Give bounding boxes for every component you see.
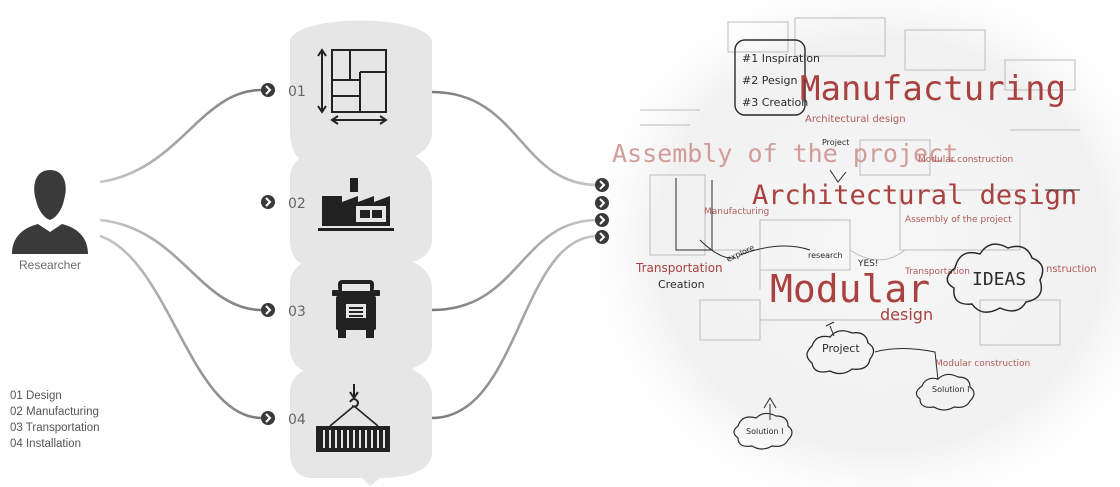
- crane-container-icon: [316, 384, 390, 452]
- note-project-top: Project: [822, 138, 849, 147]
- solution-cloud-bottom: [733, 412, 793, 450]
- flow-line-researcher-to-01: [99, 88, 263, 184]
- factory-icon: [318, 178, 394, 231]
- researcher-label: Researcher: [18, 258, 82, 272]
- arrow-marker-02: [261, 195, 275, 209]
- sketch-connectors: [675, 169, 1080, 420]
- whiteboard-background: [590, 0, 1120, 487]
- bubble-4: [290, 361, 432, 486]
- flow-line-researcher-to-03: [99, 218, 263, 312]
- step-number-04: 04: [288, 412, 306, 428]
- note-creation: Creation: [658, 278, 705, 291]
- legend-item-02: 02 Manufacturing: [10, 406, 99, 418]
- legend-item-01: 01 Design: [10, 390, 62, 402]
- step-number-01: 01: [288, 84, 306, 100]
- solution-cloud-right-label: Solution I: [932, 385, 970, 394]
- solution-cloud-bottom-label: Solution I: [746, 427, 784, 436]
- floor-plan-icon: [317, 48, 388, 125]
- note-instruction: nstruction: [1046, 264, 1097, 275]
- solution-cloud-right: [915, 373, 975, 411]
- step-number-02: 02: [288, 196, 306, 212]
- step-number-03: 03: [288, 304, 306, 320]
- arrow-markers-left: [261, 83, 275, 425]
- legend-item-04: 04 Installation: [10, 438, 81, 450]
- big-word-manufacturing: Manufacturing: [800, 69, 1066, 109]
- flow-line-04-to-sketch: [431, 234, 599, 420]
- whiteboard-sketch: #1 Inspiration #2 Pesign #3 Creation Man…: [590, 0, 1120, 487]
- note-yes: YES!: [857, 259, 879, 269]
- note-transportation: Transportation: [635, 261, 723, 275]
- arrow-marker-03: [261, 303, 275, 317]
- list-box: [734, 39, 806, 116]
- legend-item-03: 03 Transportation: [10, 422, 100, 434]
- list-item-3: #3 Creation: [742, 96, 808, 109]
- note-manufacturing-small: Manufacturing: [704, 207, 769, 217]
- flow-line-researcher-to-04: [99, 234, 263, 420]
- note-modular-construction-bottom: Modular construction: [935, 359, 1030, 369]
- arrow-markers-right: [595, 178, 609, 244]
- ideas-cloud: [946, 243, 1044, 313]
- flow-line-03-to-sketch: [431, 218, 599, 312]
- researcher-avatar-icon: [12, 170, 88, 254]
- arrow-marker-sketch-2: [595, 196, 609, 210]
- list-item-1: #1 Inspiration: [742, 52, 820, 65]
- note-architectural-design: Architectural design: [805, 114, 906, 125]
- step-legend: 01 Design 02 Manufacturing 03 Transporta…: [10, 388, 100, 452]
- note-transportation-right: Transportation: [904, 267, 970, 277]
- arrow-marker-04: [261, 411, 275, 425]
- arrow-marker-01: [261, 83, 275, 97]
- big-word-modular: Modular: [770, 267, 930, 311]
- truck-icon: [332, 280, 380, 338]
- flow-lines: [99, 88, 599, 420]
- flow-line-01-to-sketch: [431, 90, 599, 187]
- ideas-cloud-label: IDEAS: [972, 269, 1026, 290]
- bubble-shape-4: [290, 361, 432, 486]
- big-word-assembly: Assembly of the project: [612, 139, 958, 168]
- note-research: research: [808, 251, 843, 260]
- arrow-marker-sketch-4: [595, 230, 609, 244]
- big-word-architectural-design: Architectural design: [752, 180, 1077, 211]
- list-item-2: #2 Pesign: [742, 74, 797, 87]
- faint-sketch-lines: [640, 17, 1080, 346]
- note-assembly-small: Assembly of the project: [905, 215, 1012, 225]
- note-design: design: [880, 305, 933, 324]
- project-cloud: [806, 330, 875, 375]
- note-modular-construction: Modular construction: [918, 155, 1013, 165]
- arrow-marker-sketch-3: [595, 213, 609, 227]
- project-cloud-label: Project: [822, 342, 860, 355]
- arrow-marker-sketch-1: [595, 178, 609, 192]
